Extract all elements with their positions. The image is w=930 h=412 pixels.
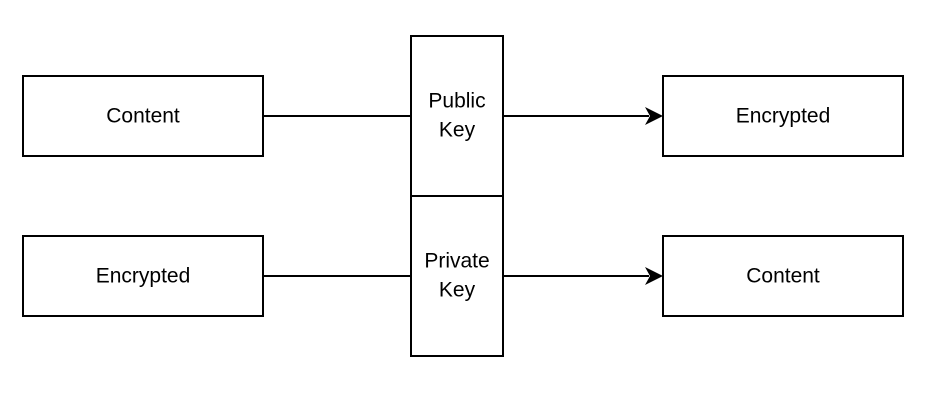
private-key-box: Private Key: [410, 195, 504, 357]
encrypted-output-box: Encrypted: [662, 75, 904, 157]
encrypted-input-box: Encrypted: [22, 235, 264, 317]
public-key-label-line1: Public: [428, 90, 485, 113]
public-key-box: Public Key: [410, 35, 504, 197]
private-key-label-line1: Private: [424, 250, 489, 273]
arrowhead-icon: [645, 267, 663, 285]
content-output-box: Content: [662, 235, 904, 317]
arrowhead-icon: [645, 107, 663, 125]
content-input-label: Content: [106, 105, 180, 128]
encrypted-input-label: Encrypted: [96, 265, 191, 288]
content-output-label: Content: [746, 265, 820, 288]
content-input-box: Content: [22, 75, 264, 157]
row-private-key-decryption: Encrypted Private Key Content: [22, 195, 904, 357]
encrypted-output-label: Encrypted: [736, 105, 831, 128]
row-public-key-encryption: Content Public Key Encrypted: [22, 35, 904, 197]
public-key-label-line2: Key: [439, 119, 476, 142]
private-key-label-line2: Key: [439, 279, 476, 302]
